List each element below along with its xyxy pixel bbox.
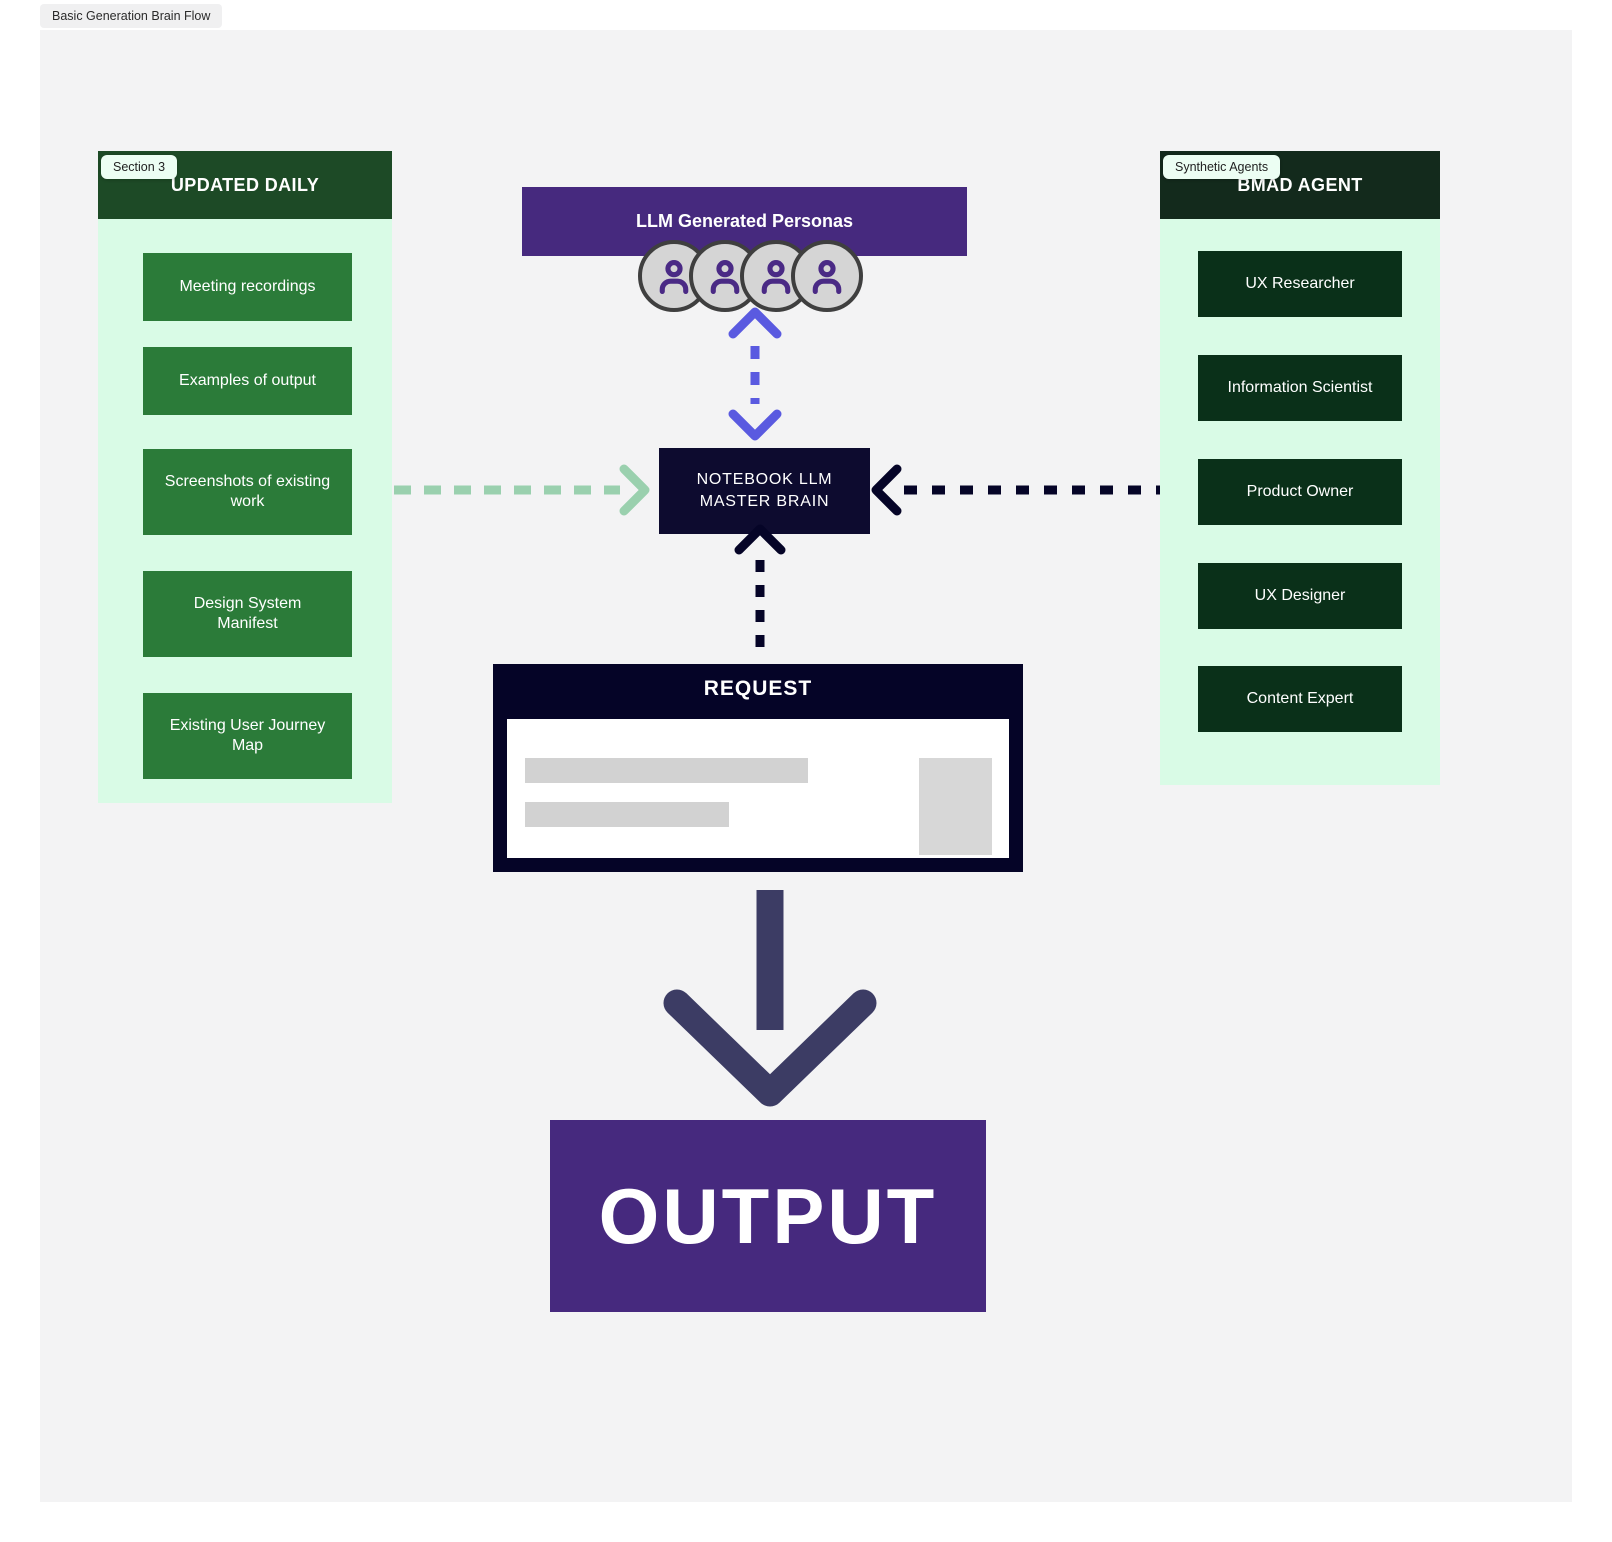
placeholder-line	[525, 802, 729, 827]
placeholder-image	[919, 758, 992, 855]
data-source-node[interactable]: Screenshots of existing work	[143, 449, 352, 535]
brain-line-2: MASTER BRAIN	[699, 493, 830, 510]
person-icon	[812, 260, 842, 294]
person-icon	[659, 260, 689, 294]
personas-banner[interactable]: LLM Generated Personas	[522, 187, 967, 256]
output-arrow[interactable]	[650, 880, 890, 1116]
bmad-title: BMAD AGENT	[1237, 174, 1363, 195]
agent-node[interactable]: Product Owner	[1198, 459, 1402, 525]
data-source-node[interactable]: Existing User Journey Map	[143, 693, 352, 779]
request-title: REQUEST	[703, 677, 813, 700]
agent-node[interactable]: UX Researcher	[1198, 251, 1402, 317]
right-brain-arrow[interactable]	[871, 462, 1162, 518]
data-source-node[interactable]: Examples of output	[143, 347, 352, 415]
request-document	[507, 719, 1009, 858]
agent-node[interactable]: UX Designer	[1198, 563, 1402, 629]
section-badge[interactable]: Section 3	[101, 155, 178, 179]
flow-title-tab[interactable]: Basic Generation Brain Flow	[40, 4, 223, 28]
person-icon	[761, 260, 791, 294]
updated-daily-title: UPDATED DAILY	[170, 174, 320, 195]
personas-brain-arrow[interactable]	[715, 304, 795, 444]
synthetic-agents-badge[interactable]: Synthetic Agents	[1163, 155, 1281, 179]
master-brain-node[interactable]: NOTEBOOK LLM MASTER BRAIN	[659, 448, 870, 534]
personas-title: LLM Generated Personas	[635, 211, 854, 231]
placeholder-line	[525, 758, 808, 783]
output-title: OUTPUT	[598, 1171, 938, 1260]
data-source-node[interactable]: Meeting recordings	[143, 253, 352, 321]
data-source-node[interactable]: Design System Manifest	[143, 571, 352, 657]
request-node[interactable]: REQUEST	[493, 664, 1023, 872]
brain-line-1: NOTEBOOK LLM	[696, 471, 833, 489]
agent-node[interactable]: Content Expert	[1198, 666, 1402, 732]
persona-avatar[interactable]	[791, 240, 863, 312]
left-brain-arrow[interactable]	[392, 462, 654, 518]
person-icon	[710, 260, 740, 294]
request-brain-arrow[interactable]	[730, 524, 790, 652]
output-node[interactable]: OUTPUT	[550, 1120, 986, 1312]
agent-node[interactable]: Information Scientist	[1198, 355, 1402, 421]
